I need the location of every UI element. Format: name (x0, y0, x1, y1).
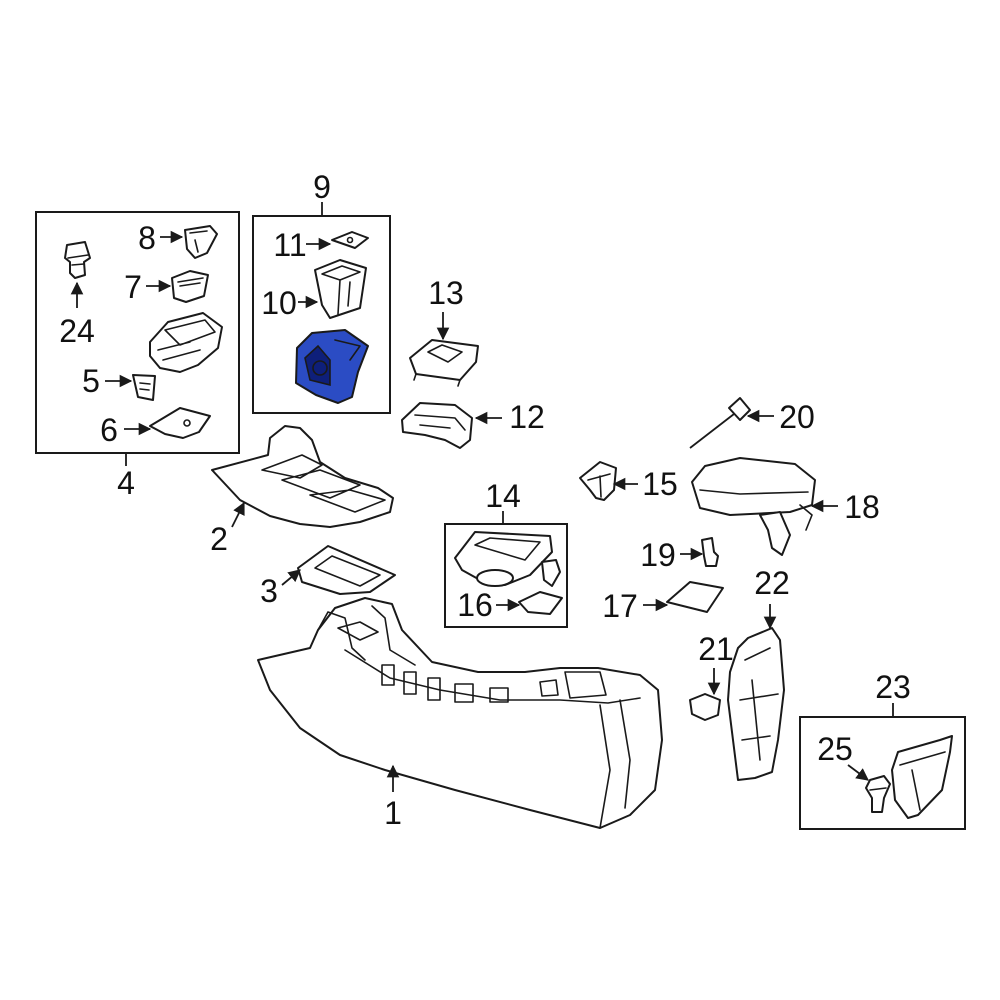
part-19-pin[interactable] (701, 537, 719, 567)
part-8-bracket[interactable] (184, 225, 218, 259)
part-25-clip[interactable] (865, 775, 891, 813)
callout-12: 12 (509, 399, 545, 435)
callout-4: 4 (117, 465, 135, 501)
callout-16: 16 (457, 587, 493, 623)
callout-20: 20 (779, 399, 815, 435)
arrow-2 (231, 501, 245, 528)
part-20-screw[interactable] (689, 397, 751, 449)
part-7-tray[interactable] (171, 270, 209, 303)
part-18-armrest[interactable] (691, 457, 816, 556)
part-22-side-panel[interactable] (727, 627, 785, 781)
callout-15: 15 (642, 466, 678, 502)
part-1-main-console[interactable] (257, 597, 663, 829)
part-24-clip[interactable] (64, 241, 91, 279)
part-16-pad[interactable] (518, 591, 563, 615)
group-box-14 (444, 523, 568, 628)
callout-19: 19 (640, 537, 676, 573)
arrow-3 (281, 569, 301, 586)
callout-5: 5 (82, 363, 100, 399)
part-switch-panel[interactable] (149, 312, 223, 373)
part-5-pad[interactable] (132, 374, 156, 401)
callout-23: 23 (875, 669, 911, 705)
callout-17: 17 (602, 588, 638, 624)
callout-8: 8 (138, 220, 156, 256)
part-17-pad[interactable] (666, 581, 724, 613)
callout-10: 10 (261, 285, 297, 321)
arrow-25 (847, 764, 870, 781)
callout-14: 14 (485, 478, 521, 514)
callout-6: 6 (100, 412, 118, 448)
part-23-bracket[interactable] (891, 735, 953, 819)
group-box-4 (35, 211, 240, 454)
part-2-top-trim[interactable] (211, 425, 394, 528)
part-3-trim-frame[interactable] (297, 545, 396, 595)
callout-3: 3 (260, 573, 278, 609)
callout-22: 22 (754, 565, 790, 601)
callout-21: 21 (698, 631, 734, 667)
callout-24: 24 (59, 313, 95, 349)
callout-1: 1 (384, 795, 402, 831)
part-21-clip[interactable] (689, 693, 721, 721)
part-15-clip[interactable] (579, 461, 617, 501)
part-highlighted-cup-holder[interactable] (295, 329, 369, 404)
part-14-bin-assembly[interactable] (454, 531, 553, 587)
callout-9: 9 (313, 169, 331, 205)
part-13-shifter-bezel[interactable] (409, 339, 479, 387)
callout-25: 25 (817, 731, 853, 767)
group-box-23 (799, 716, 966, 830)
callout-18: 18 (844, 489, 880, 525)
callout-2: 2 (210, 521, 228, 557)
part-11-pad[interactable] (331, 231, 369, 249)
part-6-plate[interactable] (149, 407, 211, 439)
part-10-cup-insert[interactable] (314, 259, 367, 319)
callout-11: 11 (273, 227, 306, 263)
part-14-clip[interactable] (541, 559, 561, 587)
part-12-bracket[interactable] (401, 402, 473, 449)
callout-13: 13 (428, 275, 464, 311)
callout-7: 7 (124, 269, 142, 305)
